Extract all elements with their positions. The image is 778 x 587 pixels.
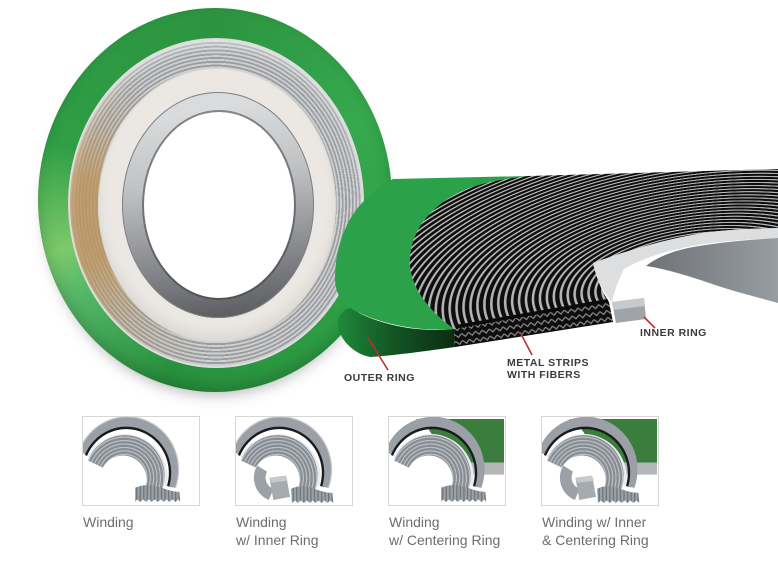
variant-thumb-winding-centering-ring <box>389 417 505 502</box>
cutaway-diagram <box>335 169 778 371</box>
mini1-black-arc <box>84 426 172 487</box>
variant-caption-line: Winding w/ Inner <box>542 514 647 530</box>
mini4-centering-ring-top <box>567 419 658 463</box>
cutaway-outer-ring-face <box>337 308 455 357</box>
variant-caption-line: Winding <box>83 514 134 530</box>
metal-strips-label-line1: METAL STRIPS <box>507 357 590 369</box>
variant-thumb-winding-inner-ring <box>236 417 334 503</box>
cutaway-outer-ring-top <box>335 176 528 330</box>
mini2-black-arc <box>237 426 325 487</box>
variant-caption-line: w/ Centering Ring <box>389 531 501 548</box>
cutaway-winding-top <box>409 169 778 329</box>
metal-strips-label-line2: WITH FIBERS <box>507 369 581 382</box>
mini1-outer-edge <box>83 417 180 489</box>
cutaway-inner-ring-face-bevel <box>612 298 645 310</box>
metal-strips-leader-line <box>519 331 533 356</box>
mini3-winding-band <box>393 435 471 492</box>
metal-strips-label: METAL STRIPS WITH FIBERS <box>507 357 589 381</box>
mini2-inner-ring-tab-top <box>269 475 288 483</box>
mini1-winding-foot <box>135 485 181 502</box>
mini3-winding-foot <box>441 485 487 502</box>
variant-card-winding <box>82 416 200 506</box>
gasket-photo <box>0 0 400 400</box>
outer-ring-label: OUTER RING <box>344 372 415 384</box>
cutaway-winding-cut-shadow <box>455 299 609 331</box>
mini3-outer-band <box>389 417 485 488</box>
variant-caption-winding-inner-ring: Winding w/ Inner Ring <box>236 514 318 549</box>
mini1-winding-band <box>87 435 165 492</box>
photo-bore-hole <box>144 112 294 298</box>
mini4-black-arc <box>543 426 631 487</box>
variant-card-winding-centering-ring <box>388 416 506 506</box>
mini4-outer-band <box>542 417 638 488</box>
variant-caption-line: Winding <box>236 514 287 530</box>
variant-caption-line: w/ Inner Ring <box>236 531 319 548</box>
mini2-inner-ring-band <box>253 465 274 500</box>
variant-caption-winding-inner-centering-ring: Winding w/ Inner & Centering Ring <box>542 514 649 549</box>
inner-ring-label: INNER RING <box>640 327 707 339</box>
mini4-inner-ring-band <box>559 465 580 500</box>
variant-caption-winding-centering-ring: Winding w/ Centering Ring <box>389 514 500 549</box>
cutaway-winding-face <box>454 302 613 347</box>
cutaway-inner-ring-top <box>593 228 778 302</box>
variant-thumb-winding <box>83 417 181 502</box>
mini3-centering-ring-top <box>414 419 505 463</box>
outer-ring-leader-line <box>367 337 389 371</box>
inner-ring-leader-line <box>643 316 656 329</box>
variant-card-winding-inner-centering-ring <box>541 416 659 506</box>
mini2-winding-foot <box>291 486 334 503</box>
mini4-winding-band <box>546 435 624 492</box>
mini2-winding-band <box>240 435 318 492</box>
variant-thumb-winding-inner-centering-ring <box>542 417 658 503</box>
cutaway-inner-ring-wall <box>646 238 778 303</box>
mini1-outer-band <box>83 417 179 488</box>
mini2-outer-edge <box>236 417 333 489</box>
mini2-outer-band <box>236 417 332 488</box>
variant-card-winding-inner-ring <box>235 416 353 506</box>
variant-caption-winding: Winding <box>83 514 134 532</box>
mini4-winding-foot <box>597 486 640 503</box>
variant-caption-line: & Centering Ring <box>542 531 649 548</box>
mini3-black-arc <box>390 426 478 487</box>
mini4-inner-ring-tab-top <box>575 475 594 483</box>
variant-caption-line: Winding <box>389 514 440 530</box>
